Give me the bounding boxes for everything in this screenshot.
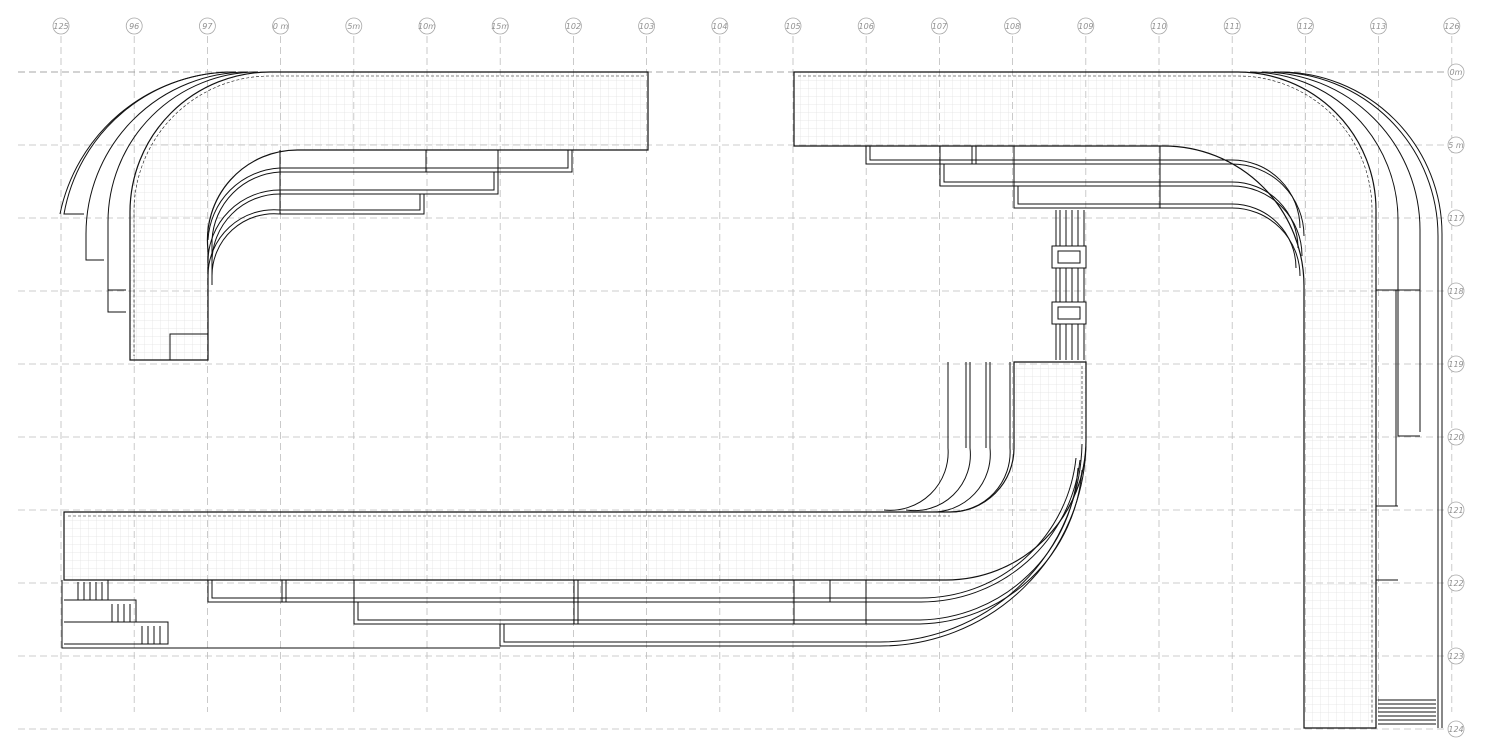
level-label: 119 [1448, 360, 1463, 369]
axis-bubble-15: 110 [1150, 17, 1168, 35]
row-bottom-3 [499, 445, 1087, 647]
level-label: 118 [1448, 287, 1463, 296]
stand-top-left [59, 71, 649, 361]
outer-ring-right-3 [1273, 71, 1439, 728]
axis-label: 113 [1371, 22, 1386, 31]
axis-bubble-16: 111 [1223, 17, 1241, 35]
axis-bubble-5: 10m [418, 17, 436, 35]
level-bubble-1: 5 m [1447, 136, 1465, 154]
level-bubble-3: 118 [1447, 282, 1465, 300]
axis-label: 106 [859, 22, 874, 31]
row-top-left-1 [211, 150, 573, 285]
stand-bottom [61, 361, 1087, 649]
row-top-right-1 [865, 146, 1305, 237]
vertical-axis-bubbles: 125 96 97 0 m 5m 10m 15m 102 103 104 105 106 107 108 1… [52, 17, 1461, 35]
stair-bottom-right [1378, 699, 1436, 725]
axis-bubble-13: 108 [1004, 17, 1021, 35]
level-bubble-7: 122 [1447, 574, 1465, 592]
axis-label: 112 [1298, 22, 1313, 31]
bridge-box-2 [1051, 301, 1087, 325]
axis-label: 125 [53, 22, 68, 31]
level-bubble-5: 120 [1447, 428, 1465, 446]
axis-bubble-12: 107 [931, 17, 948, 35]
axis-label: 102 [566, 22, 581, 31]
axis-bubble-7: 102 [565, 17, 582, 35]
level-bubble-2: 117 [1447, 209, 1465, 227]
level-bubble-6: 121 [1447, 501, 1465, 519]
row-top-right-2 [939, 164, 1303, 257]
axis-bubble-14: 109 [1077, 17, 1095, 35]
axis-label: 10m [418, 22, 436, 31]
stair-top-left [169, 333, 209, 361]
outer-ring-1 [107, 71, 259, 313]
level-bubble-8: 123 [1447, 647, 1465, 665]
axis-label: 110 [1151, 22, 1166, 31]
connector-bridge [1051, 210, 1087, 360]
axis-bubble-2: 97 [198, 17, 216, 35]
tier-main-bottom [63, 361, 1087, 581]
level-label: 120 [1448, 433, 1463, 442]
level-label: 121 [1448, 506, 1463, 515]
level-label: 0m [1450, 68, 1463, 77]
axis-label: 97 [202, 22, 213, 31]
row-top-left-3 [211, 194, 425, 277]
tier-main-top-left-inner [133, 75, 644, 356]
tier-main-top-left [129, 71, 649, 361]
tier-main-right [793, 71, 1377, 729]
axis-bubble-17: 112 [1297, 17, 1314, 35]
level-bubble-0: 0m [1447, 63, 1465, 81]
tier-main-right-inner [798, 75, 1373, 724]
level-label: 5 m [1448, 141, 1464, 150]
level-label: 123 [1448, 652, 1463, 661]
axis-bubble-4: 5m [345, 17, 363, 35]
axis-label: 108 [1005, 22, 1020, 31]
row-top-left-2 [211, 172, 499, 263]
bridge-box-1 [1051, 245, 1087, 269]
axis-bubble-3: 0 m [272, 17, 290, 35]
stair-bottom-left [64, 580, 169, 645]
outer-ring-4 [59, 71, 229, 215]
level-label: 117 [1448, 214, 1464, 223]
level-bubble-9: 124 [1447, 720, 1465, 738]
axis-label: 111 [1225, 22, 1240, 31]
axis-bubble-19: 126 [1443, 17, 1461, 35]
axis-label: 96 [129, 22, 139, 31]
axis-bubble-6: 15m [491, 17, 509, 35]
axis-label: 15m [491, 22, 509, 31]
axis-bubble-11: 106 [857, 17, 875, 35]
level-label: 124 [1448, 725, 1463, 734]
axis-label: 109 [1078, 22, 1093, 31]
axis-bubble-18: 113 [1370, 17, 1387, 35]
outer-ring-2 [85, 71, 249, 261]
outer-ring-right-1 [1249, 71, 1420, 437]
horizontal-axis-bubbles: 0m 5 m 117 118 119 120 121 122 123 124 [1447, 63, 1465, 738]
axis-label: 105 [785, 22, 800, 31]
outer-ring-right-2 [1261, 71, 1421, 432]
axis-label: 126 [1444, 22, 1459, 31]
axis-bubble-1: 96 [125, 17, 143, 35]
axis-label: 103 [639, 22, 654, 31]
axis-label: 5m [347, 22, 360, 31]
axis-label: 107 [932, 22, 948, 31]
axis-label: 0 m [273, 22, 289, 31]
row-bottom-1 [207, 459, 1081, 603]
row-top-right-3 [1013, 186, 1301, 277]
axis-bubble-10: 105 [784, 17, 802, 35]
axis-label: 104 [712, 22, 727, 31]
axis-bubble-8: 103 [638, 17, 655, 35]
axis-bubble-9: 104 [711, 17, 729, 35]
axis-bubble-0: 125 [52, 17, 70, 35]
stand-top-right [793, 71, 1443, 729]
level-bubble-4: 119 [1447, 355, 1465, 373]
level-label: 122 [1448, 579, 1463, 588]
